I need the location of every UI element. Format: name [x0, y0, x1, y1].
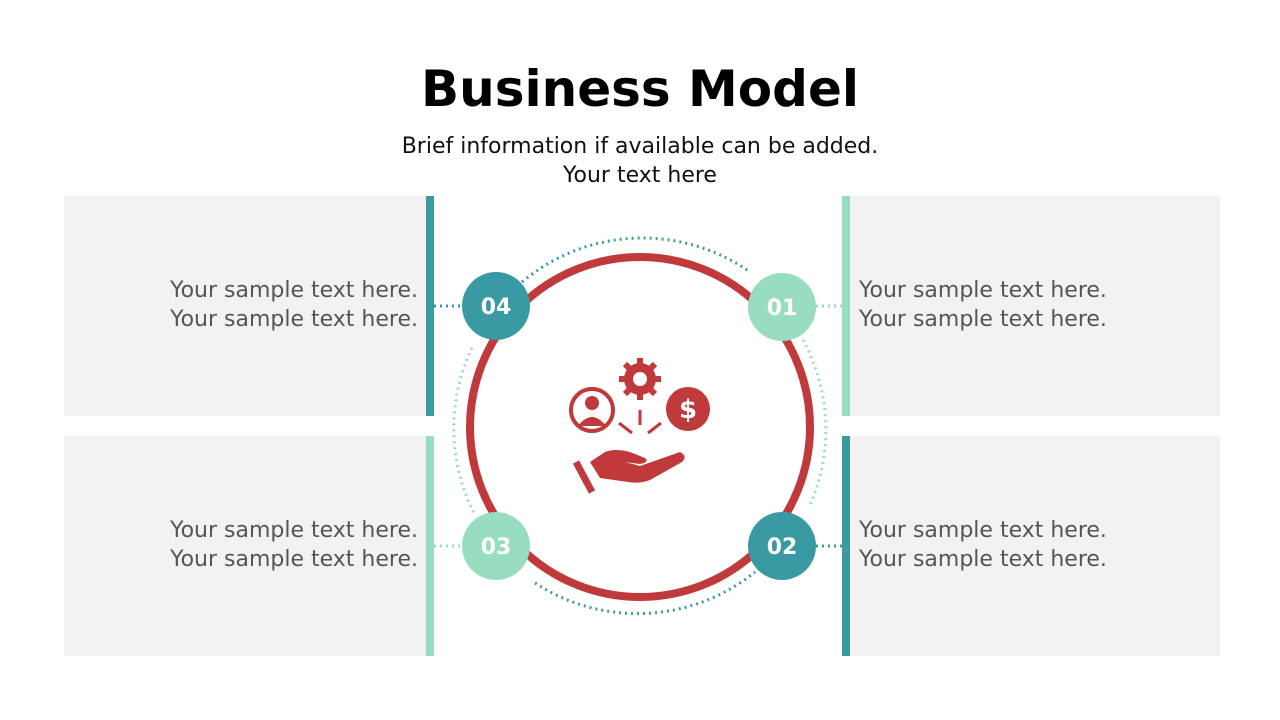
- panel-step-01: [849, 196, 1220, 416]
- dotted-arc-right: [801, 339, 828, 506]
- text-line: Your sample text here.: [859, 518, 1107, 543]
- dotted-arc-bottom: [534, 570, 756, 616]
- svg-text:$: $: [679, 395, 697, 425]
- text-line: Your sample text here.: [170, 547, 418, 572]
- business-model-hand-icon: $: [569, 358, 710, 494]
- badge-step-04: [462, 272, 530, 340]
- badge-number: 02: [767, 535, 798, 560]
- text-line: Your sample text here.: [170, 278, 418, 303]
- dotted-arc-left: [452, 347, 477, 516]
- panel-accent-bar: [426, 436, 434, 656]
- badge-step-03: [462, 512, 530, 580]
- panel-accent-bar: [842, 436, 850, 656]
- badge-number: 01: [767, 296, 798, 321]
- subtitle-line: Your text here: [563, 163, 717, 188]
- dotted-arc-top: [521, 236, 751, 284]
- text-line: Your sample text here.: [170, 307, 418, 332]
- badge-step-02: [748, 512, 816, 580]
- text-line: Your sample text here.: [859, 547, 1107, 572]
- step-03-text: Your sample text here. Your sample text …: [170, 516, 418, 574]
- badge-number: 04: [481, 295, 512, 320]
- panel-accent-bar: [842, 196, 850, 416]
- page-title: Business Model: [421, 60, 859, 118]
- panel-step-03: [64, 436, 426, 656]
- badge-step-01: [748, 273, 816, 341]
- text-line: Your sample text here.: [859, 307, 1107, 332]
- step-02-text: Your sample text here. Your sample text …: [859, 516, 1107, 574]
- panel-accent-bar: [426, 196, 434, 416]
- subtitle: Brief information if available can be ad…: [0, 132, 1280, 190]
- text-line: Your sample text here.: [170, 518, 418, 543]
- panel-step-02: [849, 436, 1220, 656]
- step-04-text: Your sample text here. Your sample text …: [170, 276, 418, 334]
- step-01-text: Your sample text here. Your sample text …: [859, 276, 1107, 334]
- subtitle-line: Brief information if available can be ad…: [401, 134, 879, 159]
- center-ring: [466, 253, 814, 601]
- panel-step-04: [64, 196, 426, 416]
- badge-number: 03: [481, 535, 512, 560]
- text-line: Your sample text here.: [859, 278, 1107, 303]
